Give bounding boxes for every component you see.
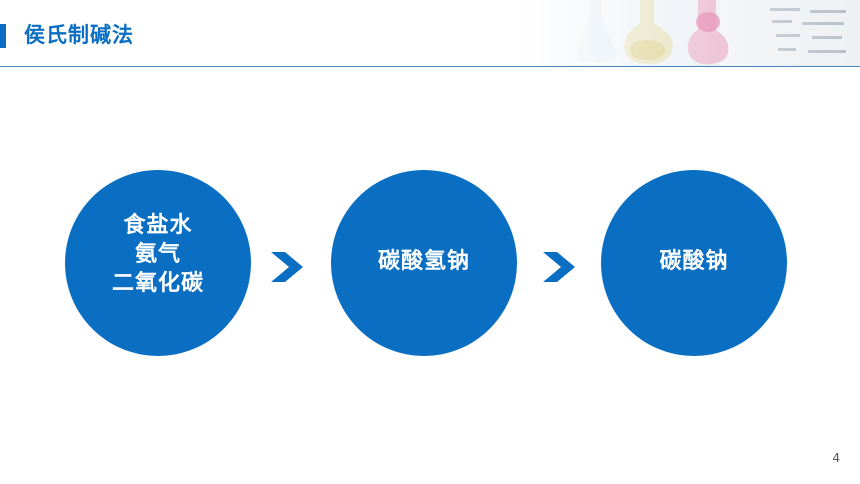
chevron-right-icon (543, 252, 575, 282)
title-accent-bar (0, 24, 6, 48)
slide-title: 侯氏制碱法 (24, 23, 134, 47)
flow-node-raw-materials: 食盐水 氨气 二氧化碳 (65, 170, 251, 356)
flow-node-label: 碳酸氢钠 (377, 248, 470, 274)
header-lab-photo (520, 0, 860, 66)
flow-node-label: 食盐水 氨气 二氧化碳 (111, 212, 204, 296)
header-divider (0, 66, 860, 67)
lab-glassware-image (520, 0, 860, 66)
chevron-right-icon (271, 252, 303, 282)
page-number: 4 (832, 451, 840, 465)
flow-node-label: 碳酸钠 (659, 248, 729, 274)
flow-node-sodium-carbonate: 碳酸钠 (601, 170, 787, 356)
flow-node-sodium-bicarbonate: 碳酸氢钠 (331, 170, 517, 356)
slide-header: 侯氏制碱法 (0, 0, 860, 67)
